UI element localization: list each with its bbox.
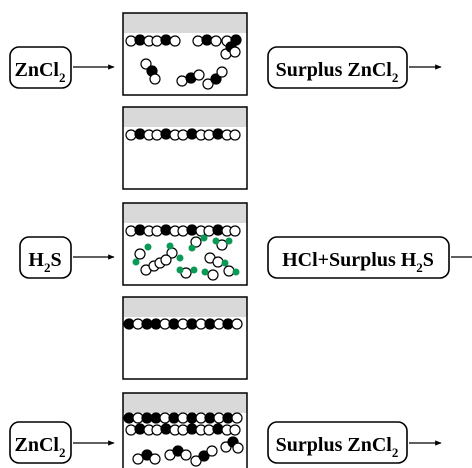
substrate [123,393,247,413]
substrate [123,107,247,127]
substrate [123,203,247,223]
surface-zncl-layer [125,224,241,237]
input-box-zncl2 [9,421,72,464]
step-1-zncl2-pulse: ZnCl2 Surplus ZnCl2 [9,12,442,96]
substrate [123,297,247,317]
input-label-h2s: H2S [28,249,61,275]
reactor-chamber [122,296,248,380]
gas-phase-zncl2 [140,41,241,90]
reactor-chamber [122,106,248,190]
output-box-surplus-zncl2 [267,421,408,464]
reactor-chamber [122,392,248,468]
gas-phase-h2s [132,234,240,281]
output-label-hcl-surplus-h2s: HCl+Surplus H2S [282,249,434,275]
input-box-h2s [19,236,72,279]
input-label-zncl2: ZnCl2 [15,59,66,85]
reactor-chamber [122,202,248,286]
surface-adsorbed-zncl2 [125,34,242,47]
surface-zncl-layer [125,128,241,141]
step-2-h2s-pulse: H2S HCl+Surplus H2S [19,202,472,286]
gas-phase-zncl2 [132,436,244,467]
purge-1-surface [122,106,248,190]
surface-zns-layer [123,412,243,424]
output-box-hcl-surplus-h2s [267,236,450,279]
input-box-zncl2 [9,46,72,89]
step-3-zncl2-pulse: ZnCl2 Surplus ZnCl2 [9,392,442,468]
input-label-zncl2: ZnCl2 [15,434,66,460]
surface-adsorbed-zncl2 [125,423,241,436]
output-label-surplus-zncl2: Surplus ZnCl2 [276,59,399,85]
purge-2-surface [122,296,248,380]
output-label-surplus-zncl2: Surplus ZnCl2 [276,434,399,460]
surface-zns-layer [123,318,243,330]
output-box-surplus-zncl2 [267,46,408,89]
reactor-chamber [122,12,248,96]
substrate [123,13,247,33]
